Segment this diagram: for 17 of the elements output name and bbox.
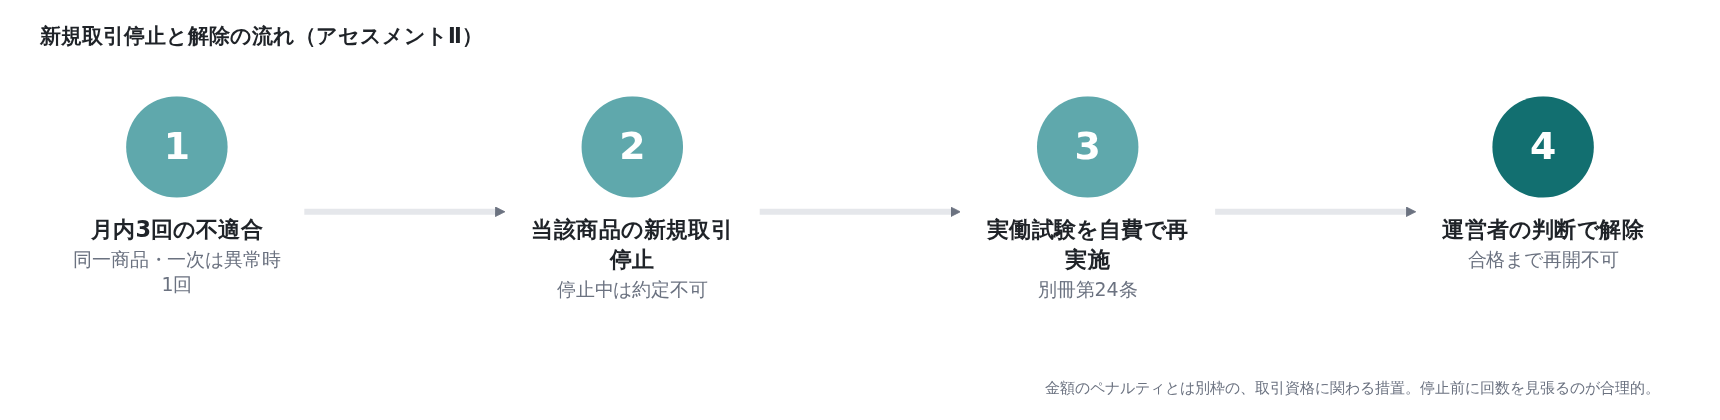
step-number-circle: 3 bbox=[1036, 96, 1139, 198]
step-note: 同一商品・一次は異常時1回 bbox=[72, 246, 282, 298]
step-title: 運営者の判断で解除 bbox=[1442, 214, 1644, 244]
step-note: 停止中は約定不可 bbox=[556, 277, 708, 303]
step-title: 月内3回の不適合 bbox=[90, 214, 264, 244]
arrow bbox=[304, 206, 506, 217]
caption: 金額のペナルティとは別枠の、取引資格に関わる措置。停止前に回数を見張るのが合理的。 bbox=[1045, 379, 1660, 398]
step-title: 実働試験を自費で再実施 bbox=[985, 214, 1190, 274]
step-number-circle: 2 bbox=[581, 96, 684, 198]
step-title: 当該商品の新規取引停止 bbox=[530, 214, 735, 274]
arrow bbox=[1215, 206, 1417, 217]
step-number-circle: 4 bbox=[1492, 96, 1594, 198]
step-note: 別冊第24条 bbox=[1037, 277, 1138, 303]
step-note: 合格まで再開不可 bbox=[1467, 246, 1619, 273]
diagram-title: 新規取引停止と解除の流れ（アセスメントⅡ） bbox=[40, 23, 483, 50]
arrow bbox=[759, 206, 961, 217]
step-number-circle: 1 bbox=[126, 96, 228, 198]
